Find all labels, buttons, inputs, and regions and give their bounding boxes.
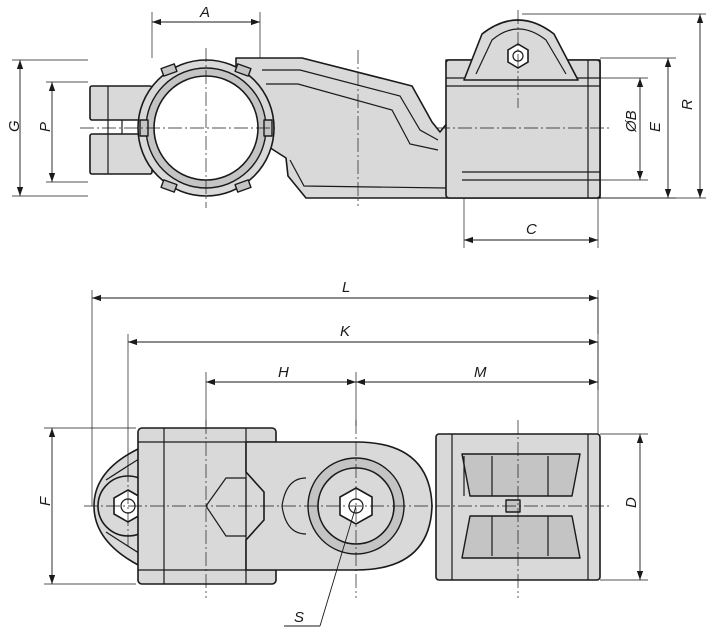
label-L: L bbox=[342, 279, 350, 296]
dimension-K: K bbox=[127, 298, 599, 476]
label-S: S bbox=[294, 609, 304, 626]
callout-S: S bbox=[284, 505, 357, 627]
label-B: ØB bbox=[623, 110, 640, 133]
dimension-F: F bbox=[37, 427, 136, 585]
label-R: R bbox=[679, 99, 696, 110]
label-H: H bbox=[278, 364, 289, 381]
dimension-B: ØB bbox=[600, 77, 648, 181]
dimension-M: M bbox=[356, 342, 599, 390]
label-C: C bbox=[526, 221, 537, 238]
dimension-D: D bbox=[600, 433, 648, 581]
dimension-G: G bbox=[6, 59, 88, 197]
label-M: M bbox=[474, 364, 487, 381]
label-F: F bbox=[37, 496, 54, 506]
barrel-body bbox=[435, 433, 601, 581]
label-E: E bbox=[647, 121, 664, 132]
dimension-R: R bbox=[522, 13, 706, 199]
bottom-view bbox=[84, 420, 610, 598]
label-A: A bbox=[199, 4, 210, 21]
top-view bbox=[80, 10, 610, 208]
screw-boss bbox=[463, 19, 579, 81]
dimension-H: H bbox=[205, 364, 357, 426]
label-K: K bbox=[340, 323, 351, 340]
dimension-A: A bbox=[151, 4, 261, 58]
dimension-C: C bbox=[463, 198, 599, 248]
dimension-P: P bbox=[37, 81, 88, 183]
label-G: G bbox=[6, 120, 23, 132]
label-D: D bbox=[623, 497, 640, 508]
label-P: P bbox=[37, 122, 54, 132]
